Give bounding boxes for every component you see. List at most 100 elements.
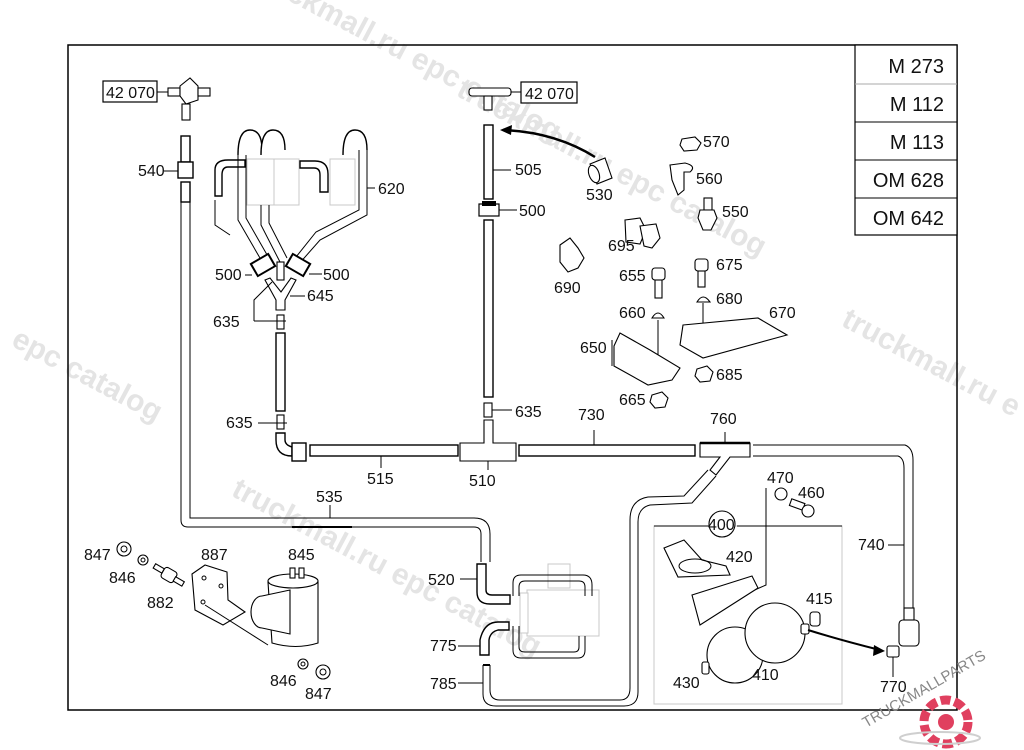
callout[interactable]: 560 — [696, 171, 723, 188]
callout[interactable]: 847 — [305, 686, 332, 703]
callout[interactable]: 846 — [270, 673, 297, 690]
callout[interactable]: 775 — [430, 638, 457, 655]
callout[interactable]: 500 — [519, 203, 546, 220]
reference-box-center[interactable]: 42 070 — [520, 81, 578, 104]
callout[interactable]: 680 — [716, 291, 743, 308]
engine-variant-table: M 273 M 112 M 113 OM 628 OM 642 — [854, 44, 958, 236]
callout[interactable]: 645 — [307, 288, 334, 305]
callout[interactable]: 420 — [726, 549, 753, 566]
hose-730 — [518, 444, 696, 457]
diagram-frame — [67, 44, 958, 711]
bolt-655-icon — [651, 267, 666, 299]
engine-variant[interactable]: M 113 — [890, 132, 944, 154]
callout[interactable]: 887 — [201, 547, 228, 564]
hose-505 — [483, 124, 494, 200]
hose-775 — [479, 621, 510, 656]
bracket-560-icon — [669, 162, 694, 196]
callout[interactable]: 740 — [858, 537, 885, 554]
callout[interactable]: 500 — [323, 267, 350, 284]
callout[interactable]: 760 — [710, 411, 737, 428]
valve-550-icon — [697, 197, 718, 231]
hose-520 — [476, 563, 511, 605]
callout[interactable]: 635 — [213, 314, 240, 331]
callout-labels: 540 620 500 500 645 635 635 505 500 530 … — [84, 134, 907, 703]
callout[interactable]: 470 — [767, 470, 794, 487]
connector-635-icon — [276, 314, 285, 330]
callout[interactable]: 845 — [288, 547, 315, 564]
hose-785 — [489, 469, 709, 701]
clamp-500-icon — [478, 201, 500, 217]
callout[interactable]: 655 — [619, 268, 646, 285]
tee-510 — [459, 419, 517, 462]
callout[interactable]: 635 — [226, 415, 253, 432]
callout[interactable]: 570 — [703, 134, 730, 151]
bracket-887-icon — [191, 564, 247, 626]
washer-847-icon — [116, 541, 132, 557]
reference-box-left[interactable]: 42 070 — [102, 80, 158, 103]
sleeve-530-icon — [587, 157, 613, 185]
callout[interactable]: 505 — [515, 162, 542, 179]
callout[interactable]: 847 — [84, 547, 111, 564]
nut-665-icon — [649, 391, 669, 409]
callout[interactable]: 620 — [378, 181, 405, 198]
connector-635-icon — [276, 414, 285, 430]
callout[interactable]: 535 — [316, 489, 343, 506]
washer-680-icon — [696, 296, 712, 303]
callout[interactable]: 660 — [619, 305, 646, 322]
callout[interactable]: 400 — [708, 517, 735, 534]
callout[interactable]: 520 — [428, 572, 455, 589]
y-piece-645 — [264, 277, 297, 311]
callout[interactable]: 550 — [722, 204, 749, 221]
callout[interactable]: 785 — [430, 676, 457, 693]
callout[interactable]: 500 — [215, 267, 242, 284]
callout[interactable]: 515 — [367, 471, 394, 488]
washer-846-icon — [137, 554, 149, 566]
watermark: epc catalog — [7, 322, 168, 429]
callout[interactable]: 685 — [716, 367, 743, 384]
hose-740 — [753, 444, 914, 618]
callout[interactable]: 650 — [580, 340, 607, 357]
callout[interactable]: 510 — [469, 473, 496, 490]
washer-470-icon — [774, 487, 788, 501]
solenoid-valve-845-icon — [250, 567, 319, 648]
watermark: truckmall.ru epc catalog — [247, 0, 567, 148]
callout[interactable]: 730 — [578, 407, 605, 424]
engine-variant[interactable]: OM 628 — [873, 170, 944, 192]
callout[interactable]: 635 — [515, 404, 542, 421]
callout[interactable]: 540 — [138, 163, 165, 180]
clip-690-icon — [559, 237, 585, 273]
callout[interactable]: 690 — [554, 280, 581, 297]
callout[interactable]: 695 — [608, 238, 635, 255]
callout[interactable]: 430 — [673, 675, 700, 692]
arrow-icon — [502, 128, 596, 159]
callout[interactable]: 675 — [716, 257, 743, 274]
washer-846-icon — [297, 658, 309, 670]
nut-847-icon — [315, 664, 331, 680]
engine-variant[interactable]: M 273 — [888, 56, 944, 78]
tee-connector-icon — [468, 87, 512, 111]
callout[interactable]: 460 — [798, 485, 825, 502]
callout[interactable]: 415 — [806, 591, 833, 608]
callout[interactable]: 410 — [752, 667, 779, 684]
clamp-500-right-icon — [284, 252, 312, 278]
callout[interactable]: 530 — [586, 187, 613, 204]
hose-540 — [177, 135, 194, 203]
svg-text:42 070: 42 070 — [106, 85, 155, 102]
tee-760 — [699, 442, 751, 476]
engine-variant[interactable]: OM 642 — [873, 208, 944, 230]
screw-460-icon — [788, 498, 815, 518]
bolt-675-icon — [694, 258, 709, 288]
tee-connector-icon — [167, 77, 211, 121]
callout[interactable]: 670 — [769, 305, 796, 322]
nut-685-icon — [694, 365, 714, 383]
callout[interactable]: 770 — [880, 679, 907, 696]
callout[interactable]: 665 — [619, 392, 646, 409]
nut-570-icon — [679, 136, 702, 152]
elbow-770-icon — [886, 607, 920, 658]
callout[interactable]: 846 — [109, 570, 136, 587]
svg-text:42 070: 42 070 — [525, 86, 574, 103]
callout[interactable]: 882 — [147, 595, 174, 612]
accumulator-group-400 — [653, 487, 843, 705]
clamp-500-left-icon — [249, 252, 277, 278]
engine-variant[interactable]: M 112 — [890, 94, 944, 116]
